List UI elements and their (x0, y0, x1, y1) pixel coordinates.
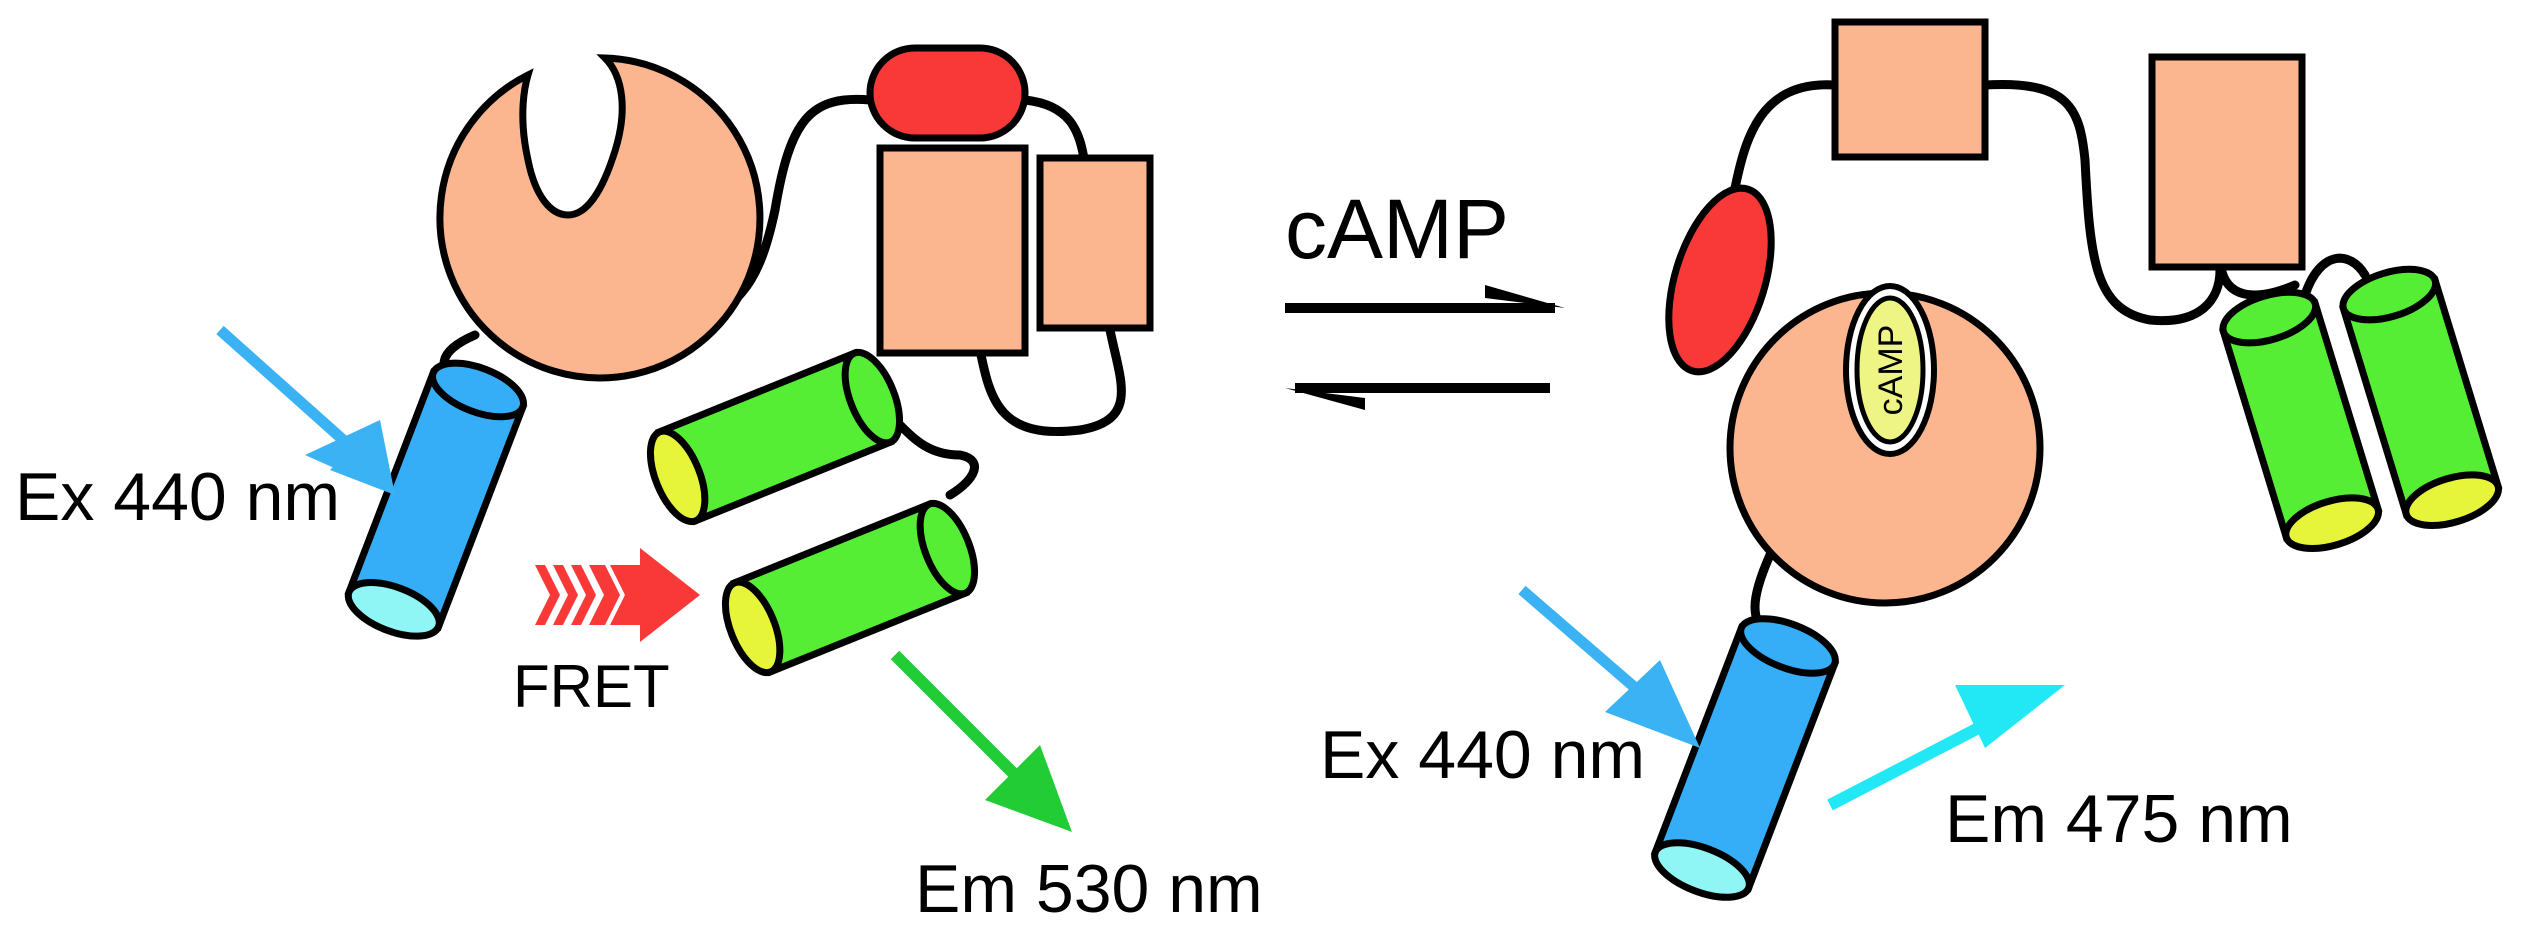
cfp-cylinder (344, 359, 528, 640)
camp-arrow-label: cAMP (1285, 182, 1509, 276)
excitation-arrow (1518, 585, 1700, 748)
yfp-cylinder (646, 348, 904, 526)
yfp-end-cap (2282, 494, 2383, 552)
yfp-end-cap (646, 427, 709, 526)
linker (1020, 95, 1090, 170)
right-state-sensor: cAMP Ex 440 nm Em 475 (1320, 18, 2503, 901)
cfp-end-cap (1651, 839, 1753, 901)
right-excitation-label: Ex 440 nm (1320, 717, 1645, 793)
catalytic-domain-top (1831, 18, 1989, 161)
yfp-end-cap (721, 578, 784, 677)
left-excitation-label: Ex 440 nm (15, 459, 340, 535)
red-domain (866, 44, 1029, 142)
linker (2300, 253, 2370, 300)
excitation-arrow (216, 325, 395, 495)
cfp-emission-arrow (1827, 685, 2065, 811)
linker (975, 325, 1126, 436)
catalytic-domain-right (2148, 53, 2306, 271)
fret-label: FRET (513, 653, 670, 720)
yfp-cylinder (2339, 265, 2503, 529)
catalytic-domain-large (876, 144, 1029, 357)
camp-binding-domain (436, 54, 764, 382)
camp-bound-label: cAMP (1872, 325, 1910, 416)
yfp-cylinder (2219, 288, 2383, 552)
yfp-end-cap (2402, 471, 2503, 529)
camp-molecule (1854, 295, 1926, 445)
fret-arrow (535, 548, 700, 642)
linker (1980, 79, 2225, 326)
red-domain (1665, 184, 1775, 376)
yfp-emission-arrow (890, 650, 1072, 832)
cfp-cylinder (1650, 615, 1840, 901)
equilibrium-arrows: cAMP (1285, 182, 1565, 410)
right-emission-label: Em 475 nm (1945, 781, 2293, 857)
left-emission-label: Em 530 nm (915, 851, 1263, 927)
catalytic-domain-small (1036, 154, 1154, 332)
linker (895, 420, 979, 500)
yfp-cylinder (721, 499, 979, 677)
cfp-end-cap (344, 579, 443, 640)
left-state-sensor: Ex 440 nm FRET Em 530 nm (15, 44, 1263, 927)
linker (1730, 80, 1840, 193)
